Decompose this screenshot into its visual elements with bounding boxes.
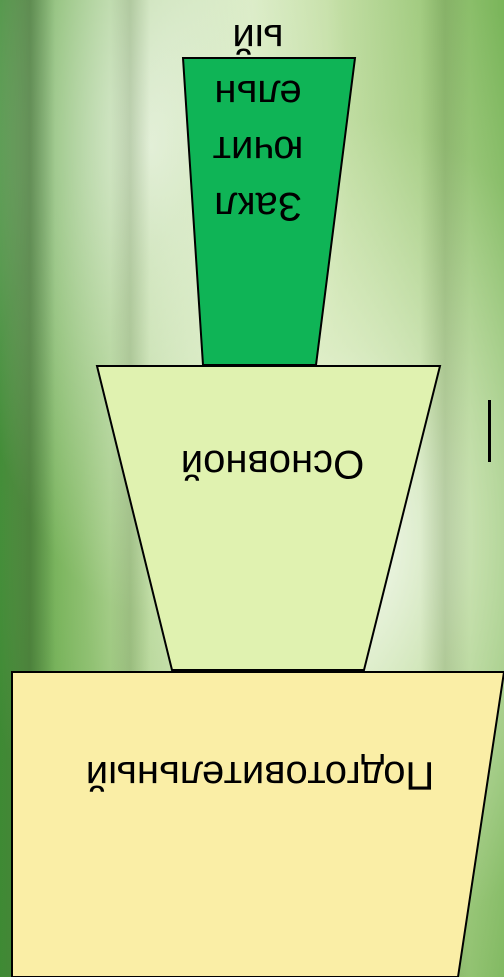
level-middle-label: Основной: [180, 442, 365, 486]
pyramid-level-middle: [95, 365, 442, 671]
pyramid-level-bottom: [11, 671, 504, 977]
pyramid-level-top: [181, 57, 357, 366]
side-bracket-line: [488, 400, 491, 462]
level-bottom-label: Подготовительный: [85, 753, 435, 797]
level-top-label: Заключительный: [212, 16, 304, 228]
